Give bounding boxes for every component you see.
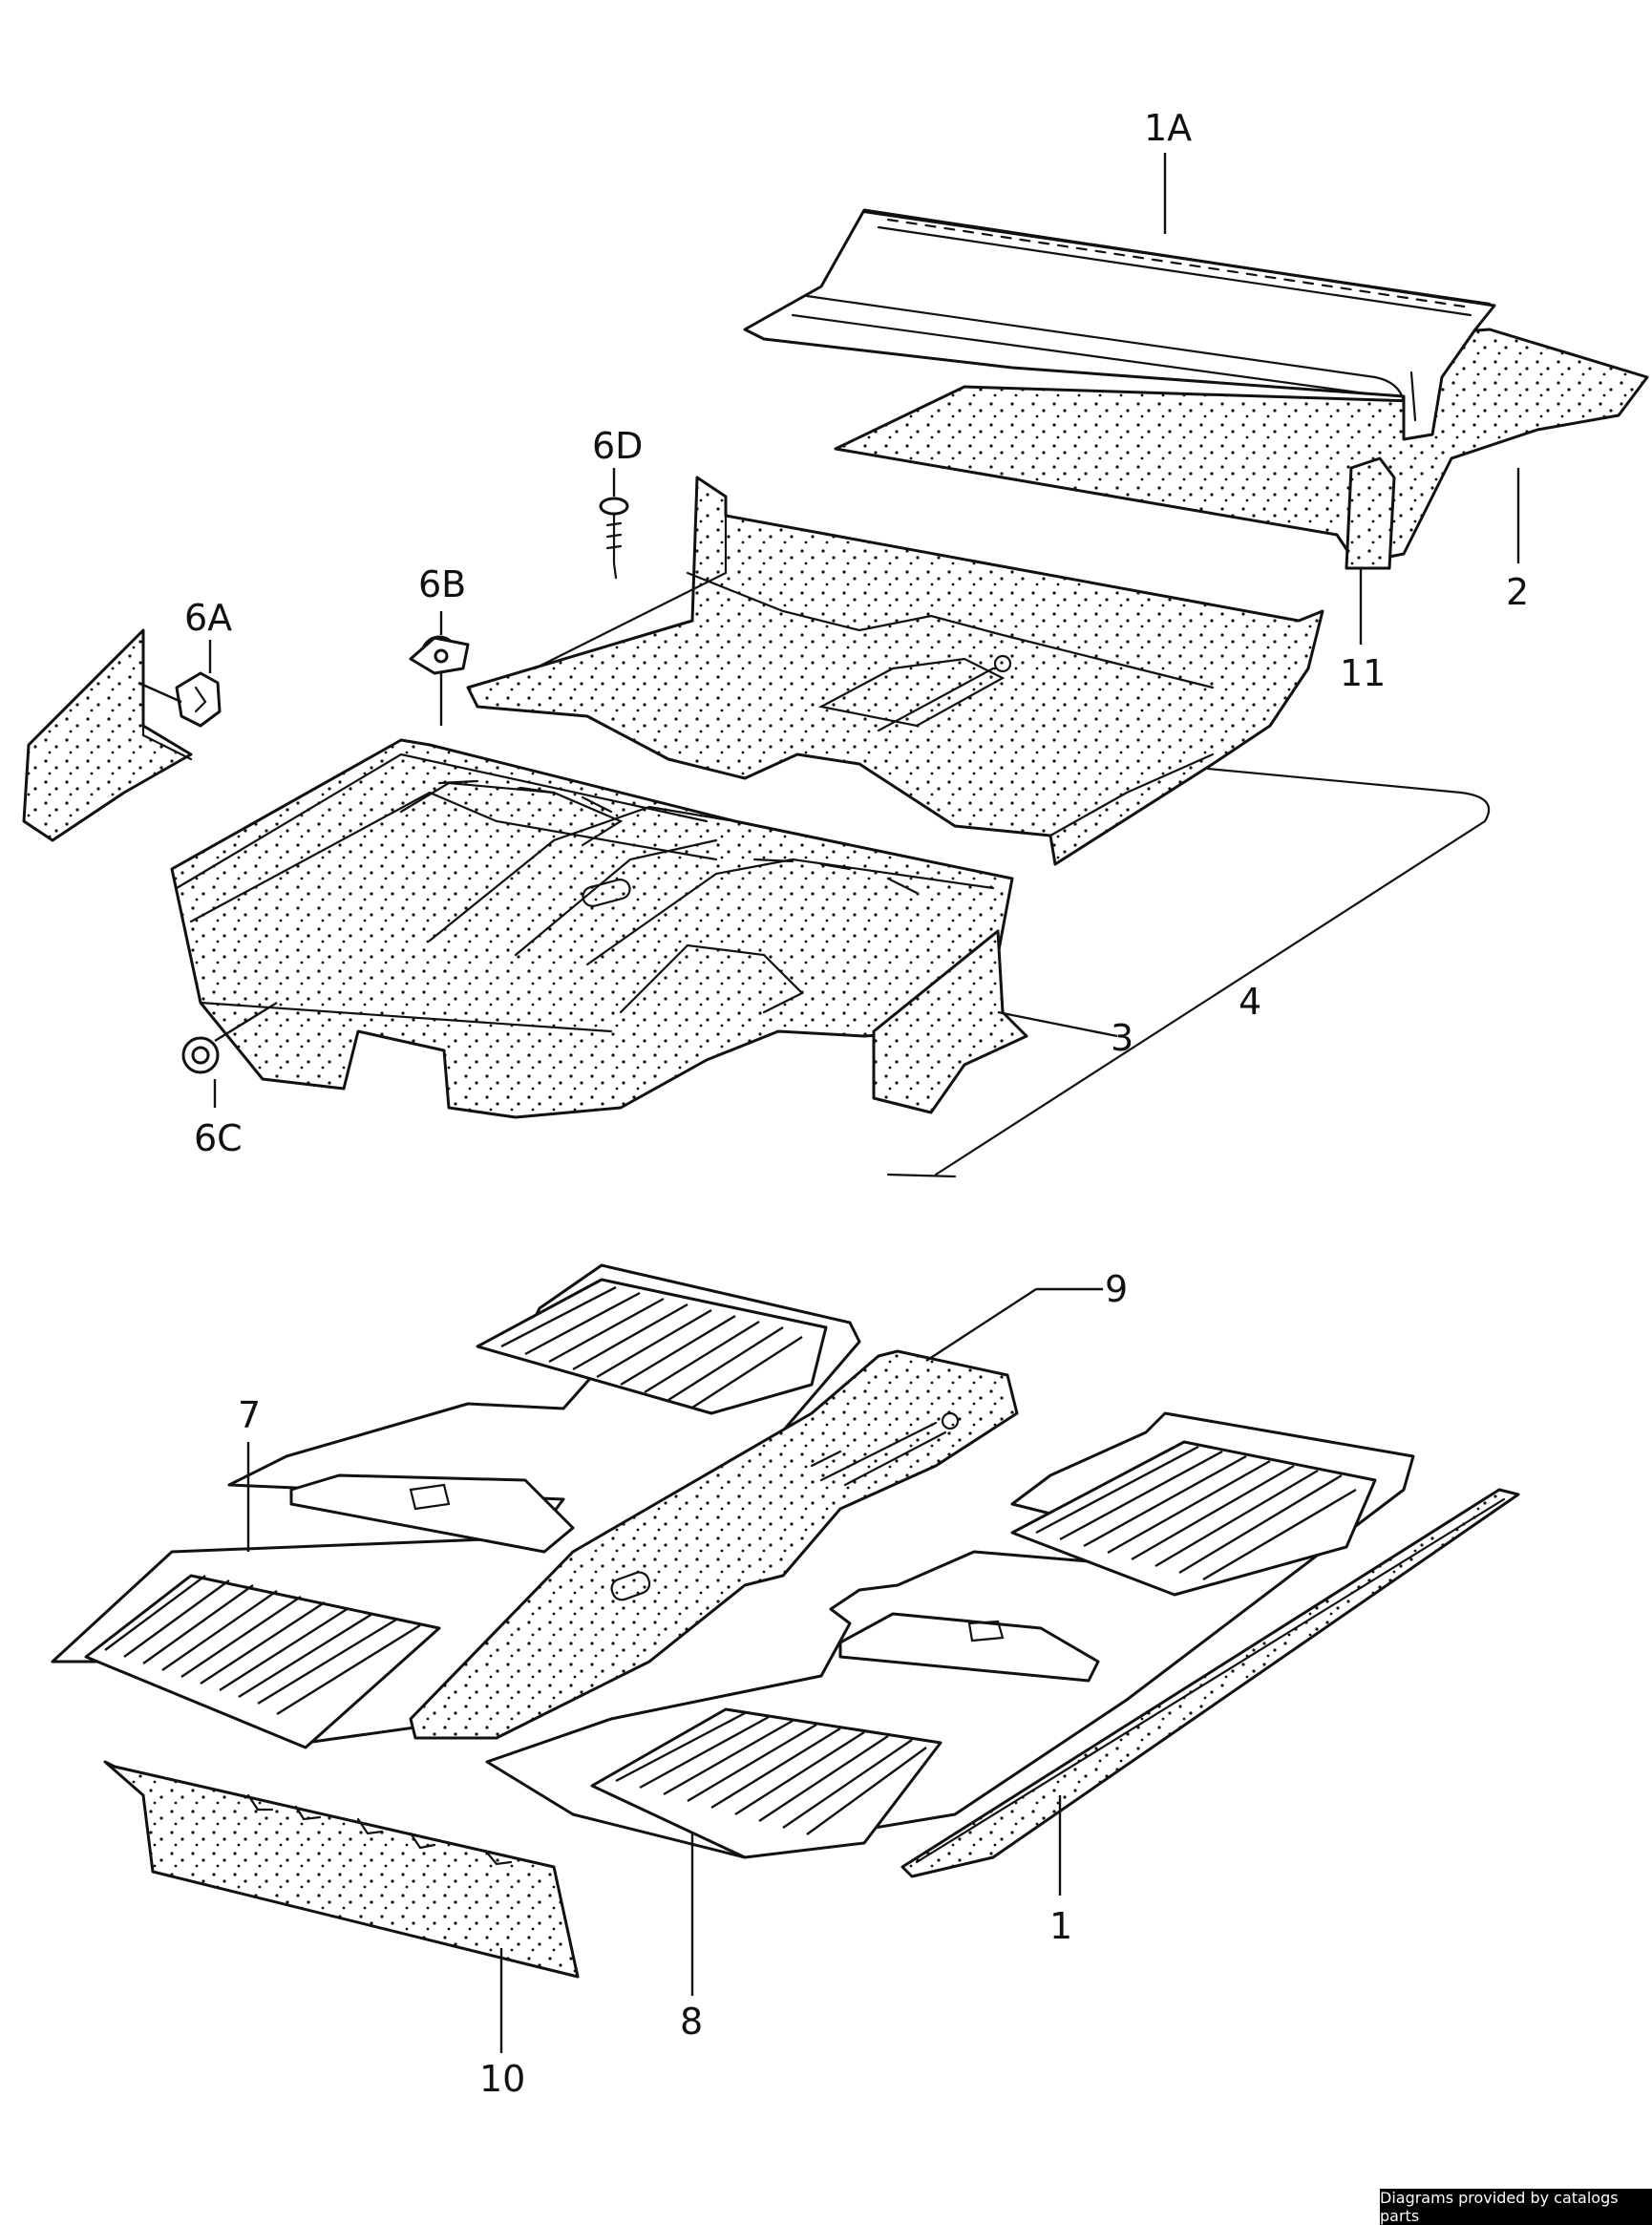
part-6A-kick-panel — [22, 628, 193, 842]
part-3-kick-panel — [872, 929, 1028, 1114]
callout-6D: 6D — [592, 425, 643, 467]
callout-7: 7 — [238, 1394, 261, 1436]
part-6D-screw — [599, 497, 629, 580]
callout-11: 11 — [1340, 652, 1386, 694]
part-1-sill-strip — [900, 1488, 1520, 1878]
part-1A-parcel-shelf — [743, 208, 1496, 441]
leader-lines — [138, 153, 1520, 2053]
callout-6C: 6C — [194, 1117, 243, 1159]
credit-badge: Diagrams provided by catalogs parts — [1380, 2189, 1652, 2225]
callout-9: 9 — [1105, 1268, 1128, 1310]
part-7-left-mat — [51, 1263, 861, 1749]
part-4-floor-outline — [886, 767, 1491, 1178]
callout-6B: 6B — [418, 563, 466, 605]
part-rear-floor-carpet — [466, 476, 1324, 866]
part-8-right-mat — [485, 1411, 1415, 1859]
part-6B-fastener — [409, 635, 470, 675]
callout-1A: 1A — [1144, 107, 1192, 149]
part-6A-clip — [175, 671, 222, 728]
callout-labels: 1A 2 11 6D 6B 6A 6C 3 4 9 7 1 8 10 — [184, 107, 1529, 2100]
part-11-side-trim — [1345, 456, 1396, 570]
part-9-tunnel-cover — [409, 1349, 1019, 1740]
callout-1: 1 — [1049, 1905, 1072, 1947]
callout-3: 3 — [1111, 1017, 1133, 1059]
callout-2: 2 — [1506, 571, 1529, 613]
callout-8: 8 — [680, 2001, 703, 2043]
callout-4: 4 — [1239, 981, 1261, 1023]
callout-6A: 6A — [184, 597, 232, 639]
callout-10: 10 — [479, 2058, 525, 2100]
part-10-rear-trim — [103, 1760, 580, 1979]
part-6C-grommet — [181, 1036, 220, 1074]
